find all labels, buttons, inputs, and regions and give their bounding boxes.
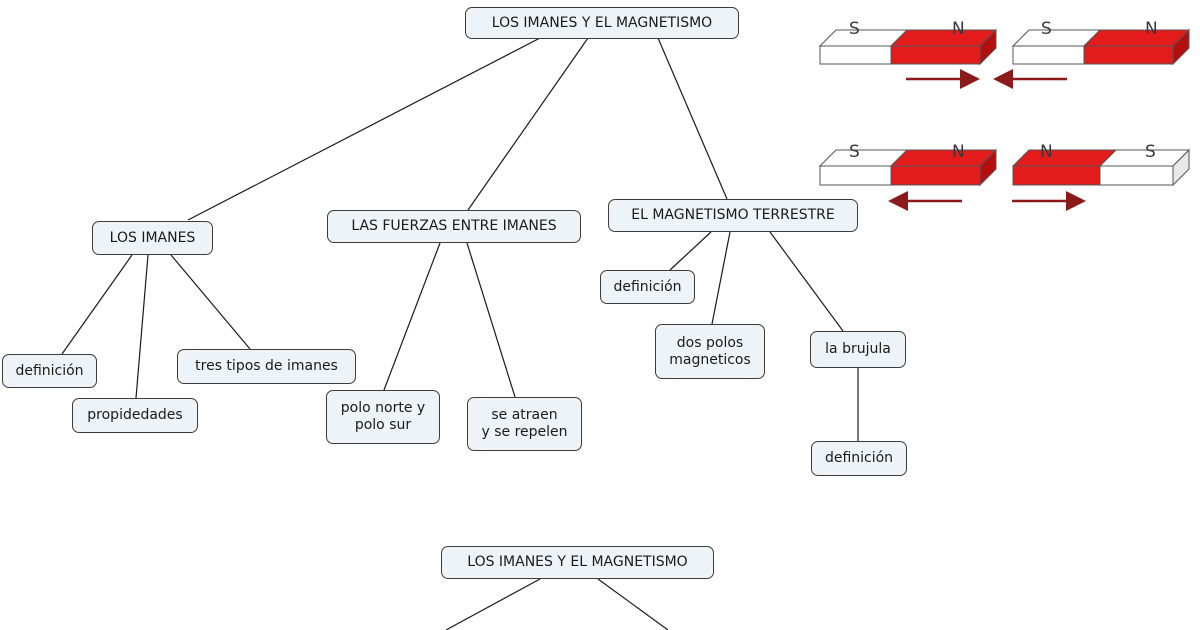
connector-repeated-root-right (597, 578, 669, 630)
leaf-imanes-definicion: definición (2, 354, 97, 388)
root-node: LOS IMANES Y EL MAGNETISMO (465, 7, 739, 39)
connector-imanes-to-propidedades (135, 254, 149, 399)
connector-imanes-to-tres-tipos (170, 254, 251, 350)
connector-root-to-los-imanes (187, 37, 541, 221)
magnet-row1-left-s-label: S (849, 19, 860, 39)
leaf-fuerzas-se-atraen-y-se-repelen: se atraen y se repelen (467, 397, 582, 451)
connector-fuerzas-to-polo (383, 242, 441, 391)
repeated-root-node: LOS IMANES Y EL MAGNETISMO (441, 546, 714, 579)
magnet-row1-right-n-label: N (1145, 19, 1158, 39)
magnet-row1-left: S N (818, 19, 998, 66)
leaf-brujula-definicion: definición (811, 441, 907, 476)
magnet-row2-left-s-label: S (849, 142, 860, 162)
connector-root-to-terrestre (657, 37, 728, 200)
branch-el-magnetismo-terrestre: EL MAGNETISMO TERRESTRE (608, 199, 858, 232)
leaf-terrestre-definicion: definición (600, 270, 695, 304)
connector-terrestre-to-dos-polos (711, 231, 731, 325)
leaf-imanes-tres-tipos: tres tipos de imanes (177, 349, 356, 384)
leaf-imanes-propidedades: propidedades (72, 398, 198, 433)
magnet-row2-left: S N (818, 142, 998, 187)
magnet-row2-right: N S (1011, 142, 1191, 187)
magnet-row2-left-n-label: N (952, 142, 965, 162)
leaf-fuerzas-polo-norte-y-polo-sur: polo norte y polo sur (326, 390, 440, 444)
connector-terrestre-to-definicion (669, 231, 712, 271)
branch-las-fuerzas-entre-imanes: LAS FUERZAS ENTRE IMANES (327, 210, 581, 243)
connector-terrestre-to-brujula (769, 231, 844, 332)
magnet-row1-right-s-label: S (1041, 19, 1052, 39)
magnet-row2-right-s-label: S (1145, 142, 1156, 162)
magnet-row1-right: S N (1011, 19, 1191, 66)
leaf-terrestre-dos-polos-magneticos: dos polos magneticos (655, 324, 765, 379)
magnet-row1-left-n-label: N (952, 19, 965, 39)
branch-los-imanes: LOS IMANES (92, 221, 213, 255)
connector-imanes-to-definicion (61, 254, 133, 355)
connector-root-to-fuerzas (467, 37, 589, 211)
leaf-terrestre-la-brujula: la brujula (810, 331, 906, 368)
connector-repeated-root-left (445, 578, 541, 630)
connector-fuerzas-to-atraen (466, 242, 516, 398)
magnet-row2-right-n-label: N (1040, 142, 1053, 162)
